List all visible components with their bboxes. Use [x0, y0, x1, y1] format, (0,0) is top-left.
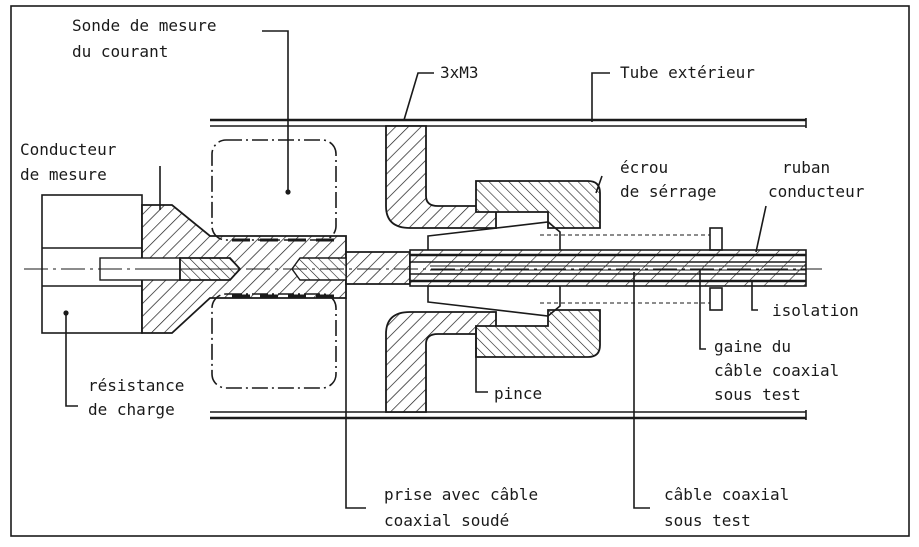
label-sonde-2: du courant	[72, 42, 168, 61]
current-probe	[211, 139, 337, 389]
label-prise-2: coaxial soudé	[384, 511, 509, 530]
label-cable-1: câble coaxial	[664, 485, 789, 504]
label-resistance-1: résistance	[88, 376, 184, 395]
leader-lines	[65, 30, 767, 509]
label-prise-1: prise avec câble	[384, 485, 538, 504]
coaxial-cable	[409, 249, 807, 287]
label-isolation: isolation	[772, 301, 859, 320]
label-ecrou-1: écrou	[620, 158, 668, 177]
label-cable-2: sous test	[664, 511, 751, 530]
label-gaine-2: câble coaxial	[714, 361, 839, 380]
label-m3: 3xM3	[440, 63, 479, 82]
label-conducteur-1: Conducteur	[20, 140, 117, 159]
outer-tube	[210, 118, 807, 420]
label-resistance-2: de charge	[88, 400, 175, 419]
screw-detail	[540, 227, 723, 311]
measuring-conductor	[99, 204, 411, 334]
label-gaine-3: sous test	[714, 385, 801, 404]
label-ruban-2: conducteur	[768, 182, 865, 201]
label-ruban-1: ruban	[782, 158, 830, 177]
label-pince: pince	[494, 384, 542, 403]
label-ecrou-2: de sérrage	[620, 182, 716, 201]
label-gaine-1: gaine du	[714, 337, 791, 356]
drawing-frame	[10, 5, 910, 537]
label-sonde-1: Sonde de mesure	[72, 16, 217, 35]
label-conducteur-2: de mesure	[20, 165, 107, 184]
label-tube: Tube extérieur	[620, 63, 755, 82]
